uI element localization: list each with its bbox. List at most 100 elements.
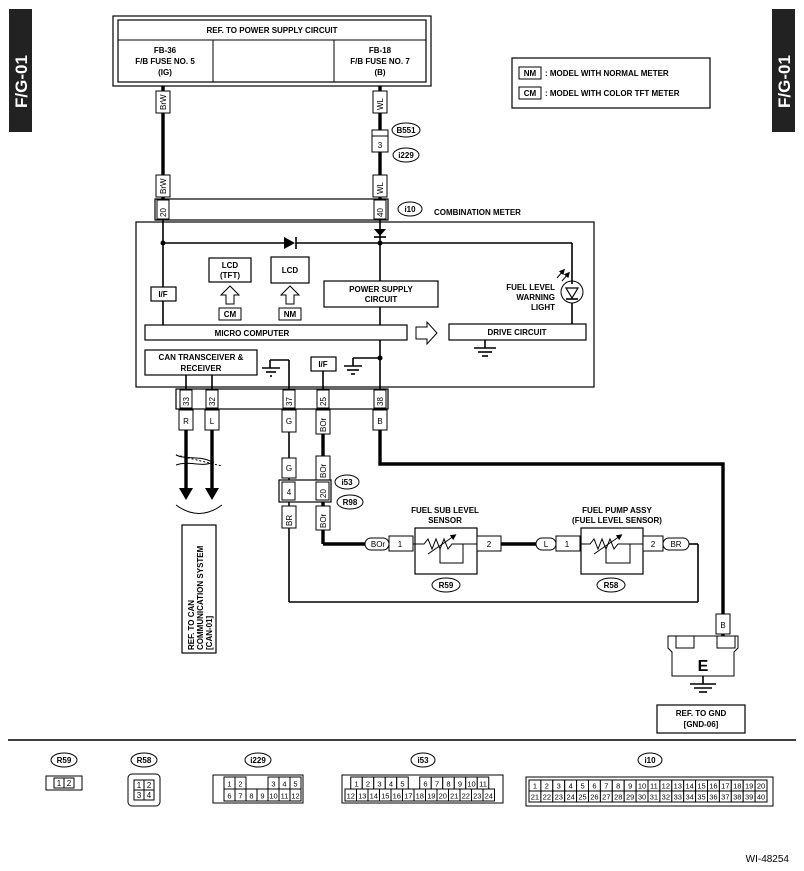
i10-pin-3: 3 <box>557 782 561 791</box>
i53-pin-13: 13 <box>358 792 366 801</box>
lcd-tft-line2: (TFT) <box>220 271 240 280</box>
pin-20-i53: 20 <box>319 489 328 498</box>
i229-pin-5: 5 <box>293 780 297 789</box>
i10-pin-1: 1 <box>533 782 537 791</box>
can-ref-line1: REF. TO CAN <box>187 600 196 650</box>
legend-cm-code: CM <box>524 89 537 98</box>
i229-pin-3: 3 <box>271 780 275 789</box>
i53-pin-22: 22 <box>462 792 470 801</box>
i229-frame <box>212 774 304 804</box>
figure-id: WI-48254 <box>746 854 790 865</box>
pin-3: 3 <box>378 141 383 150</box>
i10-pin-5: 5 <box>580 782 584 791</box>
meter-title: COMBINATION METER <box>434 208 521 217</box>
combination-meter: I/F LCD (TFT) CM LCD NM POWER SUPPLY CIR… <box>135 220 595 390</box>
pin-25: 25 <box>319 397 328 406</box>
i10-pin-16: 16 <box>709 782 717 791</box>
top-wiring: BrW BrW WL WL 3 B551 i229 <box>155 86 421 200</box>
i53-pin-19: 19 <box>427 792 435 801</box>
i10-pin-11: 11 <box>650 782 658 791</box>
i53-pin-10: 10 <box>467 780 475 789</box>
i10-pin-36: 36 <box>709 793 717 802</box>
i53-frame <box>341 774 504 804</box>
wire-g-mid: G <box>286 464 292 473</box>
wire-br-i53: BR <box>285 515 294 526</box>
i53-pin-15: 15 <box>381 792 389 801</box>
i10-pin-23: 23 <box>555 793 563 802</box>
pump-pin-1: 1 <box>565 540 570 549</box>
i229-pin-12-cell <box>289 788 302 802</box>
i10-pin-18: 18 <box>733 782 741 791</box>
i10-pin-29: 29 <box>626 793 634 802</box>
i10-pin-21: 21 <box>531 793 539 802</box>
sub-sensor-line2: SENSOR <box>428 516 462 525</box>
gnd-ref-line2: [GND-06] <box>684 720 719 729</box>
footer-i53-label: i53 <box>417 756 429 765</box>
i10-frame <box>525 776 774 807</box>
footer-i10-label: i10 <box>644 756 656 765</box>
pump-pin-2: 2 <box>651 540 656 549</box>
i53-pin-24-cell <box>482 788 495 802</box>
i229-pin-2: 2 <box>238 780 242 789</box>
fuse7-type: (B) <box>374 68 385 77</box>
i229-pin-4: 4 <box>282 780 286 789</box>
i229-pin-1: 1 <box>227 780 231 789</box>
sub-pin-1: 1 <box>398 540 403 549</box>
gnd-ref-line1: REF. TO GND <box>676 709 727 718</box>
wire-b-low: B <box>720 621 725 630</box>
i10-bottom-connector: 33 32 37 25 38 <box>175 388 389 410</box>
wire-bor-sensor: BOr <box>371 540 386 549</box>
i10-pin-32: 32 <box>662 793 670 802</box>
i10-pin-40-cell <box>754 790 768 803</box>
i53-pin-2: 2 <box>366 780 370 789</box>
power-circuit-line1: POWER SUPPLY <box>349 285 413 294</box>
i229-pin-10: 10 <box>269 792 277 801</box>
i10-pin-17: 17 <box>721 782 729 791</box>
i53-pin-11: 11 <box>479 780 487 789</box>
fuel-light-line3: LIGHT <box>531 303 555 312</box>
i10-pin-35: 35 <box>697 793 705 802</box>
wire-b-top: B <box>377 417 382 426</box>
pin-40: 40 <box>376 208 385 217</box>
can-line2: RECEIVER <box>181 364 222 373</box>
pin-20: 20 <box>159 208 168 217</box>
conn-r98: R98 <box>343 498 358 507</box>
i10-pin-13: 13 <box>674 782 682 791</box>
power-box-title: REF. TO POWER SUPPLY CIRCUIT <box>207 26 338 35</box>
fuel-light-line2: WARNING <box>516 293 555 302</box>
i10-pin-8: 8 <box>616 782 620 791</box>
i10-pin-2: 2 <box>545 782 549 791</box>
i10-pin-40: 40 <box>757 793 765 802</box>
conn-i229: i229 <box>398 151 414 160</box>
cm-tag: CM <box>224 310 237 319</box>
i229-pin-11: 11 <box>281 792 289 801</box>
i10-pin-12: 12 <box>662 782 670 791</box>
power-circuit-line2: CIRCUIT <box>365 295 398 304</box>
footer-r59-label: R59 <box>57 756 72 765</box>
can-ref-box: REF. TO CAN COMMUNICATION SYSTEM [CAN-01… <box>181 524 217 654</box>
micro-computer: MICRO COMPUTER <box>215 329 290 338</box>
i10-pin-4: 4 <box>569 782 573 791</box>
fuel-pump-assy: FUEL PUMP ASSY (FUEL LEVEL SENSOR) L 1 2… <box>535 506 698 593</box>
section-tag-left-text: F/G-01 <box>12 55 31 108</box>
fuse5-type: (IG) <box>158 68 172 77</box>
i10-pin-39: 39 <box>745 793 753 802</box>
sensor-wiring: G BOr G BOr 4 20 i53 R98 BR BOr <box>278 409 699 603</box>
wire-brw-top: BrW <box>159 94 168 110</box>
i229-pin-6: 6 <box>227 792 231 801</box>
i53-pin-5: 5 <box>400 780 404 789</box>
fuel-light-line1: FUEL LEVEL <box>506 283 555 292</box>
i10-pin-31: 31 <box>650 793 658 802</box>
conn-i53: i53 <box>341 478 353 487</box>
wire-bor-mid: BOr <box>319 463 328 478</box>
i10-pin-7: 7 <box>604 782 608 791</box>
i53-pin-21: 21 <box>450 792 458 801</box>
wire-r: R <box>183 417 189 426</box>
fuse7-name: F/B FUSE NO. 7 <box>350 57 410 66</box>
i229-pin-7: 7 <box>238 792 242 801</box>
i10-pin-34: 34 <box>685 793 693 802</box>
